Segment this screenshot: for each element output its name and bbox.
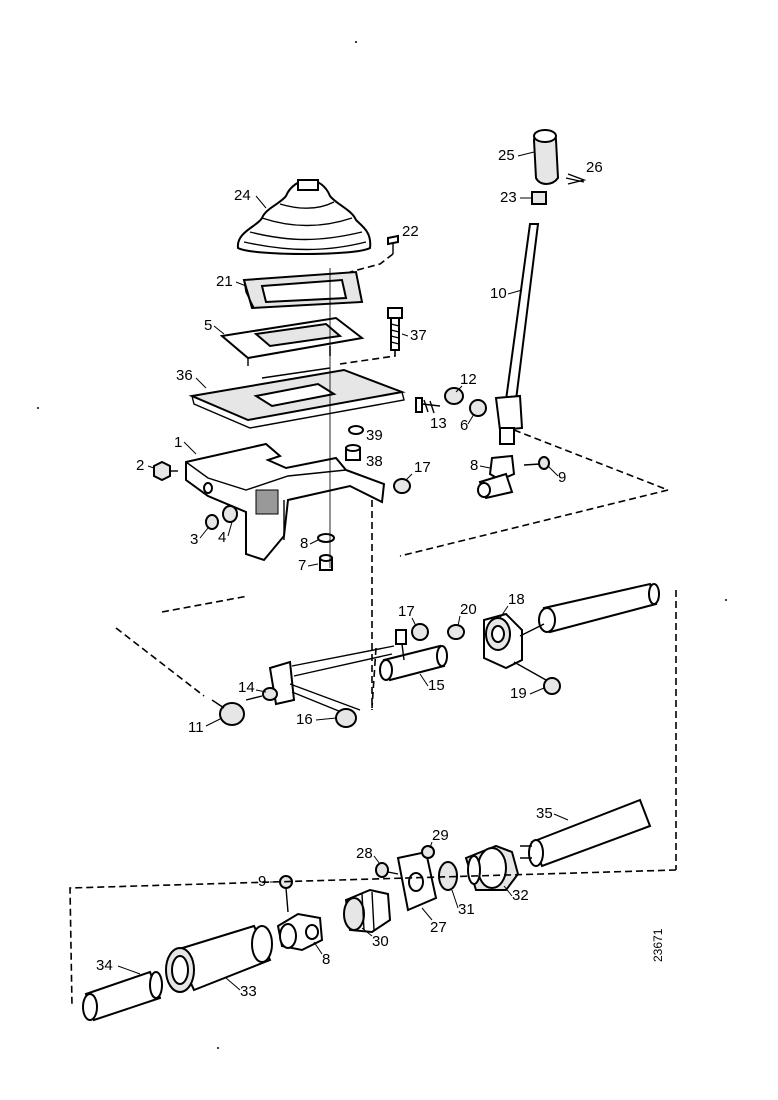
tube-34 [82,970,163,1022]
universal-joint-upper [477,454,516,500]
callout-31: 31 [458,901,475,918]
flange-18 [483,612,523,670]
bolt-19 [513,661,561,695]
callout-9-lower: 9 [258,873,266,890]
tube-upper [538,582,660,634]
callout-20: 20 [460,601,477,618]
callout-29: 29 [432,827,449,844]
callout-30: 30 [372,933,389,950]
callout-9-upper: 9 [558,469,566,486]
callout-35: 35 [536,805,553,822]
universal-joint-lower [276,912,324,952]
nut-17-upper [393,478,411,494]
callout-33: 33 [240,983,257,1000]
callout-17-middle: 17 [398,603,415,620]
callout-8-lower: 8 [322,951,330,968]
drawing-code: 23671 [651,928,665,962]
base-plate [188,367,406,429]
washer-39 [348,425,364,435]
callout-11: 11 [188,719,204,736]
callout-32: 32 [512,887,529,904]
washer-12 [444,387,464,405]
callout-34: 34 [96,957,113,974]
bolt-14 [245,687,278,701]
callout-37: 37 [410,327,427,344]
link-bracket [395,629,407,661]
rod-assembly [268,645,395,719]
callout-4: 4 [218,529,226,546]
callout-5: 5 [204,317,212,334]
rubber-boot [236,178,372,255]
boot-frame [242,270,364,310]
rod-end-16 [335,708,357,728]
callout-6-upper: 6 [460,417,468,434]
callout-16: 16 [296,711,313,728]
bolt-28 [375,862,399,878]
nut-7 [319,554,333,571]
nut-2 [153,460,178,482]
cover-plate [219,316,365,366]
callout-labels: 24 22 21 5 37 36 39 38 1 2 3 4 8 7 17 25… [96,147,603,1000]
gear-knob [532,129,560,185]
callout-26: 26 [586,159,603,176]
callout-8-upper: 8 [300,535,308,552]
pin-26 [565,173,587,185]
callout-24: 24 [234,187,251,204]
nut-29 [421,845,435,859]
boot-32 [464,844,520,891]
callout-17-upper: 17 [414,459,431,476]
callout-25: 25 [498,147,515,164]
boot-30 [343,888,392,934]
callout-27: 27 [430,919,447,936]
callout-1: 1 [174,434,182,451]
callout-8-joint: 8 [470,457,478,474]
ball-joint-11 [211,699,245,726]
callout-7: 7 [298,557,306,574]
callout-12: 12 [460,371,477,388]
callout-21: 21 [216,273,233,290]
callout-22: 22 [402,223,419,240]
callout-38: 38 [366,453,383,470]
callout-13: 13 [430,415,447,432]
bushing-6-upper [469,399,487,417]
callout-2: 2 [136,457,144,474]
callout-36: 36 [176,367,193,384]
gear-lever [494,223,540,445]
callout-14: 14 [238,679,255,696]
washer-8 [317,533,335,543]
callout-10: 10 [490,285,507,302]
tube-33 [165,924,273,993]
nut-17-middle [411,623,429,641]
plate-27 [396,850,438,912]
callout-28: 28 [356,845,373,862]
washer-4 [222,505,238,523]
sleeve-15 [379,644,448,682]
callout-39: 39 [366,427,383,444]
bolt-37 [387,307,403,351]
bolt-13 [415,397,441,414]
bracket [185,442,386,562]
shaft-35 [520,798,652,868]
nut-23 [531,191,547,205]
ring-31 [438,861,458,891]
callout-18: 18 [508,591,525,608]
callout-3: 3 [190,531,198,548]
nut-20 [447,624,465,640]
screw-22 [387,234,399,254]
callout-19: 19 [510,685,527,702]
callout-23: 23 [500,189,517,206]
bolt-9-upper [523,456,550,470]
callout-15: 15 [428,677,445,694]
nut-3 [205,514,219,530]
bush-38 [345,444,361,461]
